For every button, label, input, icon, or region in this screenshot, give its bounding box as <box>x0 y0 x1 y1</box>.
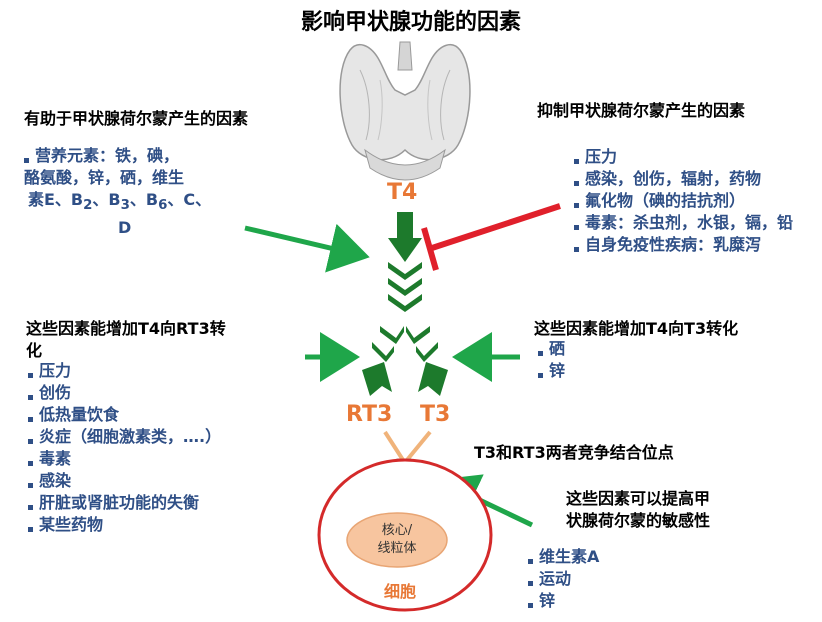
list-item-text: 运动 <box>539 569 572 588</box>
sensitivity-heading: 这些因素可以提高甲 状腺荷尔蒙的敏感性 <box>566 488 710 532</box>
list-item: 锌 <box>528 590 599 612</box>
list-item-text: 肝脏或肾脏功能的失衡 <box>39 493 200 512</box>
bullet <box>28 373 33 378</box>
list-item: 压力 <box>574 146 793 168</box>
list-item: 某些药物 <box>28 514 221 536</box>
thyroid-gland-icon <box>339 41 471 181</box>
t4-t3-list: 硒 锌 <box>538 338 565 382</box>
promote-factors: 营养元素：铁，碘， 酪氨酸，锌，硒，维生 素E、B2、B3、B6、C、 D <box>24 145 254 239</box>
promote-arrow <box>244 223 370 273</box>
sub-6: 6 <box>158 198 168 214</box>
list-item-text: 自身免疫性疾病：乳糜泻 <box>585 235 762 254</box>
bullet <box>28 527 33 532</box>
list-item: 创伤 <box>28 382 221 404</box>
list-item-text: 炎症（细胞激素类，….） <box>39 427 222 446</box>
t4-flow-arrows <box>362 212 448 396</box>
nucleus-label-line1: 核心/ <box>381 523 413 538</box>
bullet <box>28 483 33 488</box>
b6: 、B <box>129 190 159 209</box>
bullet <box>28 505 33 510</box>
list-item: 锌 <box>538 360 565 382</box>
t4-label: T4 <box>387 180 418 205</box>
vitamin-d: D <box>118 218 132 238</box>
bullet <box>574 159 579 164</box>
list-item: 自身免疫性疾病：乳糜泻 <box>574 234 793 256</box>
vitamin-e-b: 素E、B <box>28 190 84 209</box>
bullet <box>574 203 579 208</box>
list-item: 运动 <box>528 568 599 590</box>
promote-text-1: 营养元素：铁，碘， <box>35 146 180 165</box>
list-item-text: 创伤 <box>39 383 72 402</box>
page-title: 影响甲状腺功能的因素 <box>300 10 521 35</box>
t4-rt3-heading-line2: 化 <box>26 341 43 360</box>
list-item-text: 低热量饮食 <box>39 405 120 424</box>
promote-heading: 有助于甲状腺荷尔蒙产生的因素 <box>24 109 249 128</box>
list-item-text: 硒 <box>549 339 566 358</box>
list-item: 压力 <box>28 360 221 382</box>
bullet <box>528 559 533 564</box>
promote-line-2: 酪氨酸，锌，硒，维生 <box>24 168 185 187</box>
b3: 、B <box>92 190 121 209</box>
list-item: 维生素A <box>528 546 599 568</box>
bullet <box>538 351 543 356</box>
list-item-text: 氟化物（碘的拮抗剂） <box>585 191 746 210</box>
bullet <box>528 603 533 608</box>
t4-t3-heading: 这些因素能增加T4向T3转化 <box>534 319 739 338</box>
inhibit-arrow <box>421 203 561 271</box>
sub-3: 3 <box>120 198 130 214</box>
list-item-text: 锌 <box>539 591 556 610</box>
list-item: 感染 <box>28 470 221 492</box>
inhibit-heading: 抑制甲状腺荷尔蒙产生的因素 <box>537 101 746 120</box>
list-item-text: 锌 <box>549 361 566 380</box>
list-item-text: 维生素A <box>539 547 600 566</box>
list-item: 硒 <box>538 338 565 360</box>
promote-line-3: 素E、B2、B3、B6、C、 <box>24 189 254 217</box>
bullet <box>538 373 543 378</box>
vitamin-c: 、C、 <box>167 190 212 209</box>
sensitivity-heading-line2: 状腺荷尔蒙的敏感性 <box>566 511 711 530</box>
sub-2: 2 <box>83 198 93 214</box>
list-item-text: 毒素 <box>39 449 72 468</box>
bullet <box>28 439 33 444</box>
list-item-text: 感染，创伤，辐射，药物 <box>585 169 762 188</box>
bullet <box>28 461 33 466</box>
list-item-text: 感染 <box>39 471 72 490</box>
list-item: 炎症（细胞激素类，….） <box>28 426 221 448</box>
t3-label: T3 <box>420 402 451 427</box>
list-item: 感染，创伤，辐射，药物 <box>574 168 793 190</box>
promote-line-1: 营养元素：铁，碘， <box>24 145 254 167</box>
t4-rt3-heading: 这些因素能增加T4向RT3转 化 <box>26 318 226 362</box>
list-item: 毒素：杀虫剂，水银，镉，铅 <box>574 212 793 234</box>
bullet <box>528 581 533 586</box>
list-item: 肝脏或肾脏功能的失衡 <box>28 492 221 514</box>
rt3-label: RT3 <box>346 402 393 427</box>
list-item-text: 压力 <box>39 361 72 380</box>
t4-rt3-heading-line1: 这些因素能增加T4向RT3转 <box>26 319 226 338</box>
list-item: 氟化物（碘的拮抗剂） <box>574 190 793 212</box>
nucleus-label: 核心/ 线粒体 <box>347 522 447 558</box>
list-item-text: 毒素：杀虫剂，水银，镉，铅 <box>585 213 794 232</box>
compete-text: T3和RT3两者竞争结合位点 <box>474 443 674 462</box>
t4-rt3-list: 压力 创伤 低热量饮食 炎症（细胞激素类，….） 毒素 感染 肝脏或肾脏功能的失… <box>28 360 221 536</box>
list-item: 低热量饮食 <box>28 404 221 426</box>
bullet <box>574 247 579 252</box>
cell-label: 细胞 <box>384 582 417 601</box>
list-item: 毒素 <box>28 448 221 470</box>
list-item-text: 压力 <box>585 147 618 166</box>
nucleus-label-line2: 线粒体 <box>377 541 417 556</box>
inhibit-list: 压力 感染，创伤，辐射，药物 氟化物（碘的拮抗剂） 毒素：杀虫剂，水银，镉，铅 … <box>574 146 793 256</box>
nucleus <box>346 512 448 568</box>
sensitivity-list: 维生素A 运动 锌 <box>528 546 599 612</box>
bullet <box>28 395 33 400</box>
bullet <box>28 417 33 422</box>
bullet <box>24 158 29 163</box>
list-item-text: 某些药物 <box>39 515 104 534</box>
bullet <box>574 225 579 230</box>
sensitivity-heading-line1: 这些因素可以提高甲 <box>566 489 711 508</box>
bullet <box>574 181 579 186</box>
